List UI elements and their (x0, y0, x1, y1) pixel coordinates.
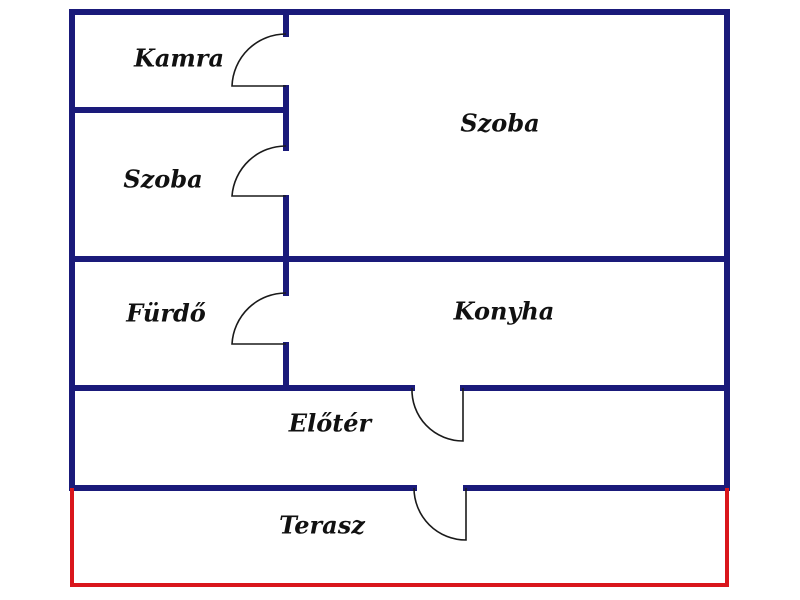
outer-walls (69, 9, 730, 491)
label-furdo: Fürdő (125, 299, 206, 328)
room-labels: Kamra Szoba Szoba Fürdő Konyha Előtér Te… (123, 44, 554, 540)
doors (231, 33, 467, 541)
interior-walls (69, 9, 730, 491)
label-szoba-left: Szoba (123, 165, 202, 194)
door-terasz (413, 487, 467, 541)
door-furdo (231, 292, 287, 345)
label-eloter: Előtér (288, 409, 374, 438)
label-kamra: Kamra (133, 44, 224, 73)
label-szoba-main: Szoba (460, 109, 539, 138)
door-kamra (231, 33, 287, 87)
terrace-walls (70, 488, 729, 587)
door-szoba-left (231, 145, 287, 197)
label-terasz: Terasz (279, 511, 366, 540)
door-eloter (411, 387, 464, 442)
label-konyha: Konyha (453, 297, 555, 326)
